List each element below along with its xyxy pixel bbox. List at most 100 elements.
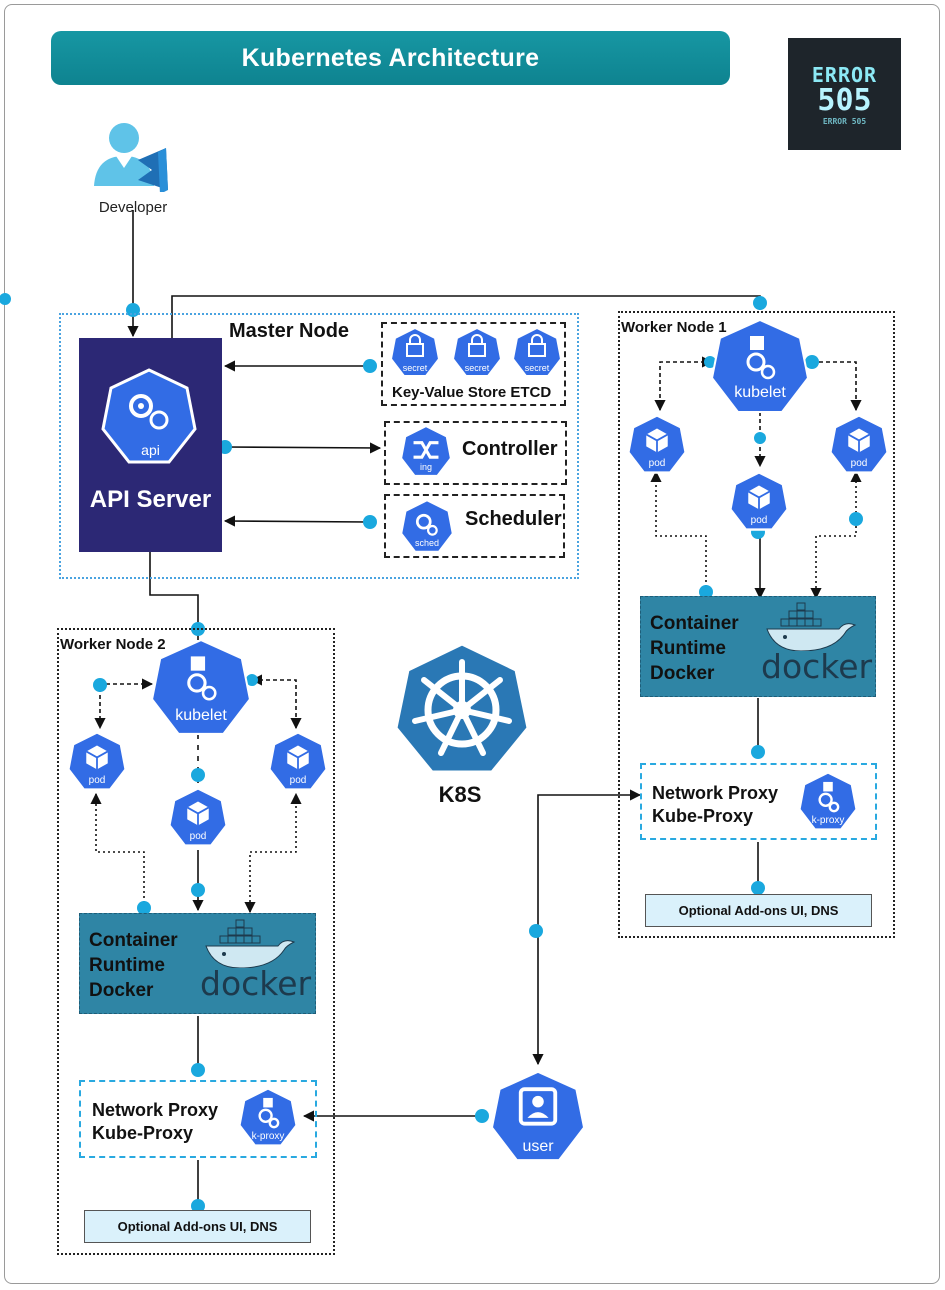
worker-node-2-box [57, 628, 335, 1255]
gears-icon [400, 498, 454, 553]
etcd-secret-3: secret [511, 326, 563, 378]
developer-icon [94, 123, 168, 194]
secret-icon [511, 326, 563, 377]
secret-icon [451, 326, 503, 377]
etcd-label: Key-Value Store ETCD [392, 384, 552, 401]
worker1-kproxy-hex: k-proxy [796, 770, 860, 832]
controller-icon-text: ing [419, 462, 432, 472]
proxy-line1: Network Proxy [92, 1100, 219, 1120]
k8s-label: K8S [438, 782, 482, 807]
etcd-secret-label: secret [402, 363, 428, 373]
kproxy-label: k-proxy [811, 815, 845, 826]
worker2-container-runtime: Container Runtime Docker docker [79, 913, 316, 1014]
k8s-logo [392, 640, 532, 776]
worker1-addons: Optional Add-ons UI, DNS [645, 894, 872, 927]
pod-label: pod [648, 458, 666, 469]
etcd-secret-1: secret [389, 326, 441, 378]
cube-icon [829, 414, 889, 474]
etcd-secret-label: secret [524, 363, 550, 373]
pod-label: pod [750, 515, 768, 526]
kproxy-icon [238, 1087, 298, 1147]
worker-node-1-box [618, 311, 895, 938]
api-icon [101, 368, 197, 464]
runtime-line3: Docker [650, 663, 715, 684]
developer-label: Developer [98, 199, 168, 216]
pod-label: pod [189, 831, 207, 842]
worker1-network-proxy [640, 763, 877, 840]
proxy-line2: Kube-Proxy [652, 806, 754, 826]
runtime-line3: Docker [89, 980, 154, 1001]
runtime-text: Container Runtime Docker [650, 611, 739, 686]
runtime-line2: Runtime [650, 638, 726, 659]
cube-icon [168, 787, 228, 847]
docker-wordmark: docker [200, 964, 312, 1003]
pod-label: pod [88, 775, 106, 786]
controller-label: Controller [462, 438, 558, 460]
diagram-frame [4, 4, 940, 1284]
master-node-label: Master Node [229, 320, 350, 342]
developer: Developer [88, 120, 178, 216]
shuffle-icon [399, 424, 453, 477]
user-node: user [490, 1070, 586, 1162]
runtime-line1: Container [650, 613, 739, 634]
scheduler-hex: sched [399, 498, 455, 554]
etcd-box [381, 322, 566, 406]
worker1-proxy-text: Network Proxy Kube-Proxy [652, 782, 778, 828]
kubelet-icon [710, 318, 810, 413]
user-icon [490, 1070, 586, 1162]
connector-dots [0, 293, 863, 1213]
error505-logo: ERROR 505 ERROR 505 [788, 38, 901, 150]
pod-label: pod [850, 458, 868, 469]
kproxy-icon [798, 771, 858, 831]
worker1-pod-center: pod [728, 470, 790, 532]
docker-whale-icon [766, 602, 857, 651]
etcd-secret-2: secret [451, 326, 503, 378]
kubernetes-wheel-icon [394, 642, 530, 774]
worker2-pod-center: pod [167, 786, 229, 848]
secret-icon [389, 326, 441, 377]
worker2-kubelet-label: kubelet [175, 707, 227, 724]
scheduler-icon-text: sched [414, 538, 440, 548]
scheduler-label: Scheduler [465, 508, 562, 530]
worker2-network-proxy [79, 1080, 317, 1158]
worker-node-1-label: Worker Node 1 [621, 319, 727, 336]
worker1-kubelet-label: kubelet [734, 384, 786, 401]
worker2-proxy-text: Network Proxy Kube-Proxy [92, 1099, 218, 1145]
scheduler-box [384, 494, 565, 558]
cube-icon [627, 414, 687, 474]
worker2-addons: Optional Add-ons UI, DNS [84, 1210, 311, 1243]
user-label: user [522, 1138, 554, 1155]
runtime-line2: Runtime [89, 955, 165, 976]
logo-line2: 505 [817, 82, 872, 118]
controller-hex: ing [399, 424, 453, 478]
cube-icon [729, 471, 789, 531]
kproxy-label: k-proxy [251, 1131, 285, 1142]
docker-wordmark: docker [761, 647, 873, 686]
pod-label: pod [289, 775, 307, 786]
api-icon-text: api [141, 442, 160, 458]
worker1-container-runtime: Container Runtime Docker docker [640, 596, 876, 697]
logo-line3: ERROR 505 [822, 116, 867, 126]
worker2-pod-right: pod [267, 730, 329, 792]
logo-line1: ERROR [811, 62, 878, 87]
worker2-kproxy-hex: k-proxy [236, 1086, 300, 1148]
runtime-line1: Container [89, 930, 178, 951]
master-node-box [59, 313, 579, 579]
kubelet-icon [150, 638, 252, 735]
proxy-line1: Network Proxy [652, 783, 779, 803]
worker2-kubelet: kubelet [150, 638, 252, 736]
controller-box [384, 421, 567, 485]
cube-icon [268, 731, 328, 791]
cube-icon [67, 731, 127, 791]
worker1-pod-right: pod [828, 413, 890, 475]
worker1-kubelet: kubelet [710, 318, 810, 414]
runtime-text: Container Runtime Docker [89, 928, 178, 1003]
worker-node-2-label: Worker Node 2 [60, 636, 166, 653]
worker2-pod-left: pod [66, 730, 128, 792]
proxy-line2: Kube-Proxy [92, 1123, 194, 1143]
etcd-secret-label: secret [464, 363, 490, 373]
api-server: api API Server [79, 338, 222, 552]
worker1-pod-left: pod [626, 413, 688, 475]
api-server-label: API Server [89, 486, 212, 513]
